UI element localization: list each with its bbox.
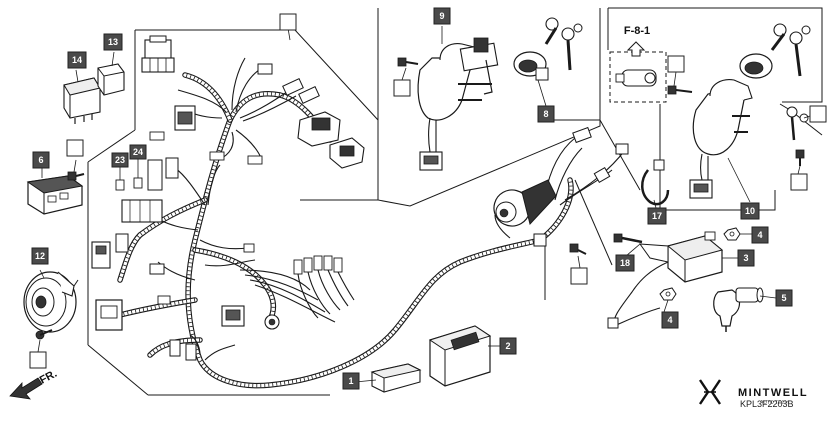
svg-text:4: 4 (757, 230, 762, 240)
callout-empty-inset-screw (667, 55, 685, 73)
callout-17: 17 (647, 207, 667, 225)
svg-text:9: 9 (439, 11, 444, 21)
svg-text:3: 3 (743, 253, 748, 263)
callout-empty-bolt-6 (66, 139, 84, 157)
band-clamp-part-17 (641, 159, 670, 206)
watermark-brand: MINTWELL (738, 387, 808, 399)
control-unit-part-6 (26, 175, 84, 215)
callout-empty-keys (809, 105, 827, 123)
harness-plug (493, 179, 557, 227)
harness-lower-frame (545, 119, 641, 266)
connector-top-left (141, 35, 175, 73)
connector-left-c (149, 263, 171, 305)
connector-bottom-mid (221, 305, 245, 327)
callout-empty-screw-right (790, 173, 808, 191)
cdi-unit-part-2 (428, 325, 492, 387)
connector-top-mid (257, 63, 320, 104)
svg-text:1: 1 (348, 376, 353, 386)
svg-text:2: 2 (505, 341, 510, 351)
keys-part-8 (544, 17, 583, 71)
svg-text:5: 5 (781, 293, 786, 303)
connector-left-b (95, 299, 123, 331)
connector-left-a (91, 233, 129, 269)
callout-18: 18 (615, 254, 635, 272)
small-connectors (149, 131, 263, 253)
bolt-part-18 (613, 233, 643, 244)
screw-lower-right (795, 149, 805, 166)
callout-4-upper: 4 (751, 226, 769, 244)
connector-mid-left (174, 105, 196, 131)
svg-text:8: 8 (543, 109, 548, 119)
svg-text:18: 18 (620, 258, 630, 268)
inset-reference-label: F-8-1 (624, 25, 650, 37)
watermark-subtext: AUTO TECH (760, 400, 789, 406)
mintwell-logo-icon (699, 379, 721, 405)
callout-empty-harness (279, 13, 297, 31)
up-arrow-icon (626, 41, 646, 57)
callout-8: 8 (537, 105, 555, 123)
relay-part-13 (97, 63, 125, 96)
callout-14: 14 (67, 51, 87, 69)
callout-1: 1 (342, 372, 360, 390)
svg-text:14: 14 (72, 55, 82, 65)
spark-plug-cap-part-5 (713, 287, 764, 332)
callout-empty-lower-bolt (570, 267, 588, 285)
fuse-part-23 (115, 179, 125, 191)
lock-cylinder-part-8 (513, 51, 549, 81)
svg-text:12: 12 (35, 251, 45, 261)
callout-23: 23 (111, 152, 129, 168)
front-direction-label: FR. (38, 368, 59, 387)
keys-lower-right (786, 106, 809, 141)
svg-text:6: 6 (38, 155, 43, 165)
callout-10: 10 (740, 202, 760, 220)
branch-wires (157, 57, 626, 361)
rubber-cover-part-1 (370, 363, 422, 393)
connector-top-right (297, 111, 365, 169)
screw-ignition-right (667, 85, 693, 95)
nut-part-4-upper (723, 227, 741, 241)
bolt-lower-harness (569, 243, 587, 255)
callout-9: 9 (433, 7, 451, 25)
relay-part-14 (63, 77, 101, 124)
fuse-box (121, 157, 179, 223)
horn-part-12 (23, 271, 79, 333)
inset-lock-part (615, 69, 657, 87)
callout-13: 13 (103, 33, 123, 51)
callout-empty-switch-screw (393, 79, 411, 97)
callout-24: 24 (129, 144, 147, 160)
svg-text:23: 23 (115, 155, 125, 165)
lock-cylinder-right (739, 53, 773, 79)
callout-2: 2 (499, 337, 517, 355)
svg-text:17: 17 (652, 211, 662, 221)
callout-12: 12 (31, 247, 49, 265)
ignition-switch-assembly-part-10 (689, 79, 753, 199)
horn-bolt-part-12 (35, 329, 53, 340)
ignition-switch-frame (377, 8, 601, 207)
harness-connectors-right (533, 126, 629, 247)
nut-part-4-lower (659, 287, 677, 301)
ignition-coil-part-3 (607, 231, 724, 329)
keys-right (770, 23, 811, 77)
callout-5: 5 (775, 289, 793, 307)
svg-text:24: 24 (133, 147, 143, 157)
connector-bottom-left (169, 339, 197, 361)
multi-terminal-bundle (293, 255, 355, 319)
figure-code: KPL3F2203B (740, 399, 794, 409)
callout-6: 6 (32, 151, 50, 169)
connector-round (264, 314, 280, 330)
callout-4-lower: 4 (661, 311, 679, 329)
front-direction-arrow-icon (9, 377, 43, 400)
callout-3: 3 (737, 249, 755, 267)
bolt-part-6 (67, 171, 85, 181)
svg-text:13: 13 (108, 37, 118, 47)
svg-text:10: 10 (745, 206, 755, 216)
callout-empty-horn-bolt (29, 351, 47, 369)
screw-ignition-left (397, 57, 419, 67)
fuse-part-24 (133, 177, 143, 189)
ignition-switch-left (417, 37, 499, 171)
svg-text:4: 4 (667, 315, 672, 325)
